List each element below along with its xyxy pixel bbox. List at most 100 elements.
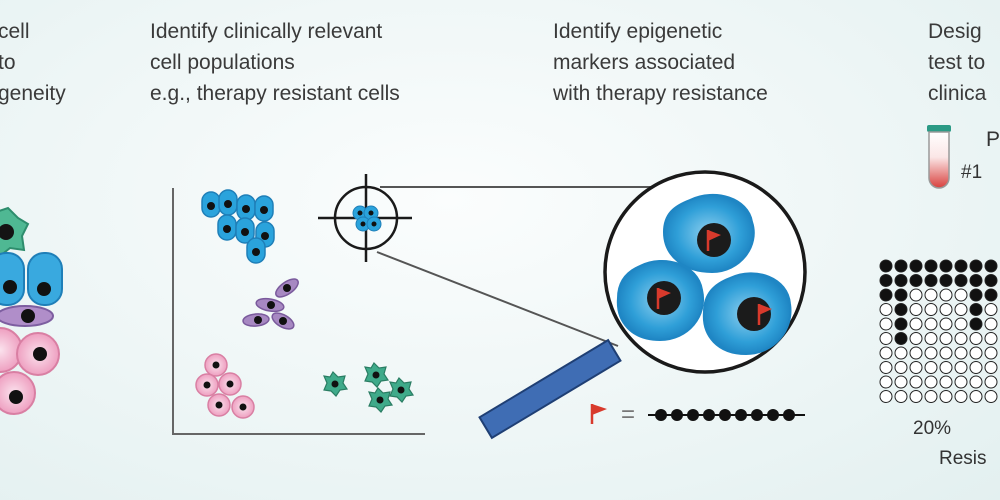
matrix-dot bbox=[939, 259, 953, 273]
panel-2-caption: Identify clinically relevant cell popula… bbox=[150, 20, 400, 105]
matrix-dot bbox=[924, 375, 938, 389]
assay-dot-matrix bbox=[879, 259, 998, 403]
matrix-dot bbox=[909, 288, 923, 302]
purple-cell bbox=[242, 313, 270, 327]
matrix-dot bbox=[969, 390, 983, 403]
epigenetic-flag-icon bbox=[759, 304, 772, 315]
matrix-dot bbox=[954, 317, 968, 331]
cell-nucleus bbox=[3, 280, 17, 294]
matrix-dot bbox=[909, 274, 923, 287]
resistance-label: Resis bbox=[939, 448, 987, 469]
cell-nucleus bbox=[33, 347, 47, 361]
matrix-dot bbox=[924, 361, 938, 374]
green-cell-population bbox=[323, 362, 415, 413]
matrix-dot bbox=[879, 332, 893, 345]
matrix-dot bbox=[954, 288, 968, 302]
matrix-dot bbox=[879, 390, 893, 403]
matrix-dot bbox=[969, 288, 983, 302]
blue-cell bbox=[246, 237, 266, 264]
matrix-dot bbox=[969, 332, 983, 345]
matrix-dot bbox=[984, 332, 998, 345]
matrix-dot bbox=[879, 259, 893, 273]
matrix-dot bbox=[909, 259, 923, 273]
matrix-dot bbox=[969, 375, 983, 389]
matrix-dot bbox=[894, 332, 908, 345]
cell-nucleus bbox=[0, 224, 14, 240]
matrix-dot bbox=[954, 361, 968, 374]
matrix-dot bbox=[984, 259, 998, 273]
blue-cell bbox=[201, 191, 221, 218]
matrix-dot bbox=[924, 390, 938, 403]
matrix-dot bbox=[879, 361, 893, 374]
matrix-dot bbox=[909, 332, 923, 345]
matrix-dot bbox=[924, 303, 938, 316]
blue-cell bbox=[254, 195, 274, 222]
matrix-dot bbox=[969, 346, 983, 360]
matrix-dot bbox=[894, 303, 908, 316]
legend-equals: = bbox=[621, 401, 636, 428]
matrix-dot bbox=[984, 361, 998, 374]
blue-cell bbox=[217, 214, 237, 241]
green-cell bbox=[389, 377, 415, 403]
matrix-dot bbox=[924, 288, 938, 302]
green-cell bbox=[364, 362, 390, 388]
cell-nucleus bbox=[21, 309, 35, 323]
matrix-dot bbox=[894, 361, 908, 374]
matrix-dot bbox=[969, 361, 983, 374]
matrix-dot bbox=[879, 346, 893, 360]
blood-tube-icon bbox=[927, 125, 951, 189]
matrix-dot bbox=[984, 346, 998, 360]
green-cell bbox=[323, 371, 349, 397]
matrix-dot bbox=[939, 390, 953, 403]
epigenetic-flag-icon bbox=[658, 288, 671, 299]
legend-flag-icon bbox=[592, 404, 607, 415]
matrix-dot bbox=[924, 259, 938, 273]
matrix-dot bbox=[954, 332, 968, 345]
matrix-dot bbox=[984, 274, 998, 287]
marker-legend bbox=[590, 404, 805, 424]
matrix-dot bbox=[984, 390, 998, 403]
matrix-dot bbox=[879, 288, 893, 302]
green-cell bbox=[368, 387, 394, 413]
matrix-dot bbox=[894, 288, 908, 302]
matrix-dot bbox=[894, 390, 908, 403]
matrix-dot bbox=[879, 274, 893, 287]
matrix-dot bbox=[924, 332, 938, 345]
panel-1-caption: cell to geneity bbox=[0, 20, 66, 105]
pink-cell bbox=[231, 395, 255, 419]
purple-cell-population bbox=[242, 278, 299, 330]
blue-cell bbox=[27, 252, 63, 306]
matrix-dot bbox=[924, 274, 938, 287]
matrix-dot bbox=[984, 303, 998, 316]
matrix-dot bbox=[984, 288, 998, 302]
matrix-dot bbox=[969, 303, 983, 316]
matrix-dot bbox=[939, 375, 953, 389]
blue-cell-population bbox=[201, 189, 275, 264]
matrix-dot bbox=[909, 361, 923, 374]
matrix-dot bbox=[909, 317, 923, 331]
resistant-cell bbox=[702, 272, 792, 356]
matrix-dot bbox=[969, 274, 983, 287]
matrix-dot bbox=[894, 375, 908, 389]
matrix-dot bbox=[954, 346, 968, 360]
cell-nucleus bbox=[9, 390, 23, 404]
pink-cell-population bbox=[195, 353, 255, 419]
matrix-dot bbox=[939, 288, 953, 302]
purple-cell bbox=[275, 278, 299, 298]
matrix-dot bbox=[939, 346, 953, 360]
matrix-dot bbox=[984, 375, 998, 389]
zoom-line-bottom bbox=[376, 251, 619, 347]
blue-cell bbox=[0, 252, 25, 306]
matrix-dot bbox=[924, 317, 938, 331]
matrix-dot bbox=[939, 274, 953, 287]
panel-3-caption: Identify epigenetic markers associated w… bbox=[553, 20, 768, 105]
blue-cell bbox=[235, 217, 255, 244]
matrix-dot bbox=[894, 346, 908, 360]
matrix-dot bbox=[939, 332, 953, 345]
blue-cell bbox=[236, 194, 256, 221]
matrix-dot bbox=[939, 317, 953, 331]
magnifier-handle bbox=[478, 338, 622, 440]
matrix-dot bbox=[909, 375, 923, 389]
magnifier bbox=[376, 170, 807, 440]
pink-cell bbox=[207, 393, 231, 417]
